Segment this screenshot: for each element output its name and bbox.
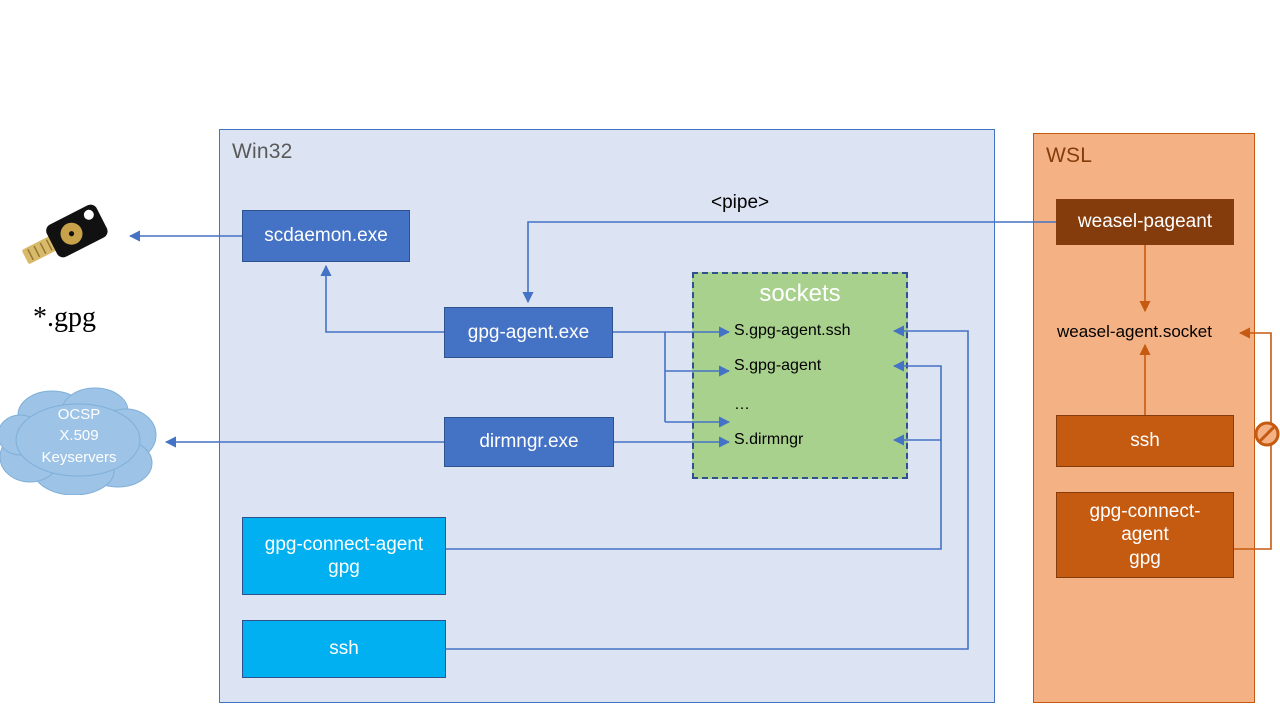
process-box-scdaemon[interactable]: scdaemon.exe (242, 210, 410, 262)
process-box-gpg-agent[interactable]: gpg-agent.exe (444, 307, 613, 358)
yubikey-token-icon (22, 204, 108, 264)
process-box-wsl-gpg-connect-agent[interactable]: gpg-connect- agent gpg (1056, 492, 1234, 578)
gpg-files-label: *.gpg (33, 302, 96, 333)
process-box-win32-ssh[interactable]: ssh (242, 620, 446, 678)
cloud-line-ocsp: OCSP (57, 406, 101, 423)
process-box-dirmngr[interactable]: dirmngr.exe (444, 417, 614, 467)
cloud-label: OCSP X.509 Keyservers (24, 404, 134, 468)
wsl-panel-title: WSL (1046, 144, 1093, 167)
pipe-edge-label: <pipe> (711, 192, 770, 213)
sockets-group-title: sockets (759, 280, 841, 307)
cloud-shape (0, 385, 160, 496)
cloud-line-x509: X.509 (59, 427, 99, 445)
socket-item-dirmngr: S.dirmngr (734, 431, 804, 448)
process-box-wsl-ssh[interactable]: ssh (1056, 415, 1234, 467)
socket-item-gpg-agent-ssh: S.gpg-agent.ssh (734, 322, 851, 339)
cloud-icon (0, 387, 157, 496)
no-entry-sign-icon (1254, 421, 1280, 447)
process-box-win32-gpg-connect-agent[interactable]: gpg-connect-agent gpg (242, 517, 446, 595)
win32-panel-title: Win32 (232, 140, 293, 163)
cloud-line-keyservers: Keyservers (41, 448, 117, 466)
weasel-agent-socket-label: weasel-agent.socket (1057, 322, 1212, 341)
process-box-weasel-pageant[interactable]: weasel-pageant (1056, 199, 1234, 245)
socket-item-gpg-agent: S.gpg-agent (734, 357, 822, 374)
socket-item-ellipsis: … (734, 396, 750, 413)
